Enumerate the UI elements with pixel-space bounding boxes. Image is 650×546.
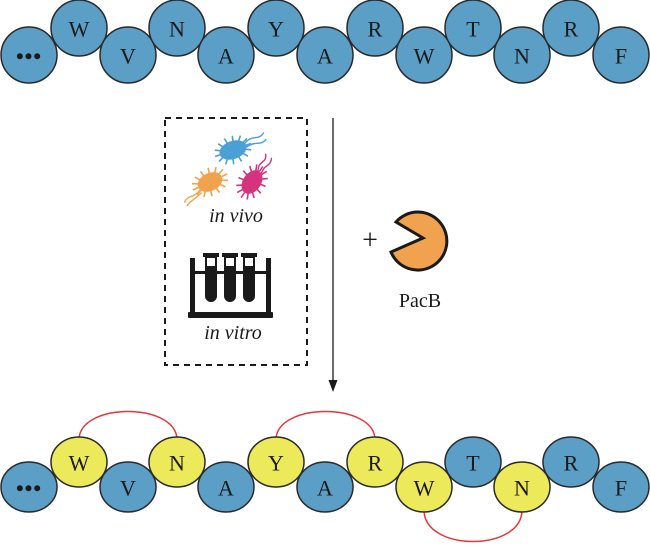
residue-circle xyxy=(99,26,157,84)
in-vitro-label: in vitro xyxy=(204,322,262,344)
residue-circle xyxy=(493,461,551,513)
bottom-residue-10: N xyxy=(493,461,551,513)
residue-circle xyxy=(592,26,650,84)
top-residue-7: R xyxy=(346,0,404,57)
residue-circle xyxy=(592,461,650,513)
pacb-enzyme-icon xyxy=(389,210,449,272)
bottom-residue-5: Y xyxy=(247,436,305,488)
residue-label: R xyxy=(368,451,383,476)
residue-label: ••• xyxy=(16,476,42,501)
bottom-residue-1: W xyxy=(50,436,108,488)
bacteria-icon xyxy=(183,132,273,207)
residue-circle xyxy=(0,26,58,84)
bottom-residue-3: N xyxy=(148,436,206,488)
residue-label: N xyxy=(169,451,185,476)
bottom-residue-11: R xyxy=(542,436,600,488)
residue-label: T xyxy=(466,17,480,42)
bottom-residue-4: A xyxy=(197,461,255,513)
crosslink-2 xyxy=(423,509,523,543)
residue-circle xyxy=(542,0,600,57)
top-residue-4: A xyxy=(197,26,255,84)
top-residue-6: A xyxy=(296,26,354,84)
top-residue-12: F xyxy=(592,26,650,84)
residue-label: A xyxy=(218,476,234,501)
top-peptide-chain: ••• W V N A Y A R W T N R F xyxy=(0,0,650,84)
reaction-arrow xyxy=(328,118,338,392)
bacterium-pink-icon xyxy=(236,153,273,200)
residue-label: R xyxy=(368,17,383,42)
residue-circle xyxy=(395,461,453,513)
crosslink-1 xyxy=(275,410,376,441)
residue-circle xyxy=(247,436,305,488)
residue-circle xyxy=(444,0,502,57)
residue-label: W xyxy=(69,451,90,476)
bottom-residue-7: R xyxy=(346,436,404,488)
residue-circle xyxy=(50,436,108,488)
residue-circle xyxy=(296,461,354,513)
residue-label: F xyxy=(615,44,627,69)
residue-label: Y xyxy=(268,451,284,476)
top-residue-5: Y xyxy=(247,0,305,57)
top-residue-11: R xyxy=(542,0,600,57)
top-residue-1: W xyxy=(50,0,108,57)
residue-label: W xyxy=(69,17,90,42)
residue-label: V xyxy=(120,44,136,69)
residue-circle xyxy=(296,26,354,84)
residue-circle xyxy=(346,0,404,57)
residue-label: Y xyxy=(268,17,284,42)
residue-label: A xyxy=(317,44,333,69)
bottom-residue-6: A xyxy=(296,461,354,513)
test-tube-rack-icon xyxy=(188,253,273,318)
residue-label: T xyxy=(466,451,480,476)
residue-circle xyxy=(148,436,206,488)
residue-label: W xyxy=(414,44,435,69)
residue-label: R xyxy=(564,17,579,42)
plus-sign: + xyxy=(362,225,378,256)
residue-label: N xyxy=(169,17,185,42)
residue-label: ••• xyxy=(16,44,42,69)
in-vivo-label: in vivo xyxy=(209,205,263,227)
residue-circle xyxy=(197,26,255,84)
residue-circle xyxy=(444,436,502,488)
crosslink-0 xyxy=(78,410,178,441)
residue-label: A xyxy=(317,476,333,501)
residue-circle xyxy=(346,436,404,488)
top-residue-2: V xyxy=(99,26,157,84)
pacb-label: PacB xyxy=(399,290,441,312)
bottom-residue-12: F xyxy=(592,461,650,513)
residue-label: N xyxy=(514,44,530,69)
bottom-residue-8: W xyxy=(395,461,453,513)
bottom-residue-9: T xyxy=(444,436,502,488)
bottom-peptide-chain: ••• W V N A Y A R W T N R F xyxy=(0,436,650,513)
residue-circle xyxy=(99,461,157,513)
residue-circle xyxy=(542,436,600,488)
residue-label: V xyxy=(120,476,136,501)
bacterium-orange-icon xyxy=(183,166,229,207)
top-residue-8: W xyxy=(395,26,453,84)
residue-label: R xyxy=(564,451,579,476)
residue-label: F xyxy=(615,476,627,501)
bacterium-blue-icon xyxy=(214,132,267,165)
residue-circle xyxy=(0,461,58,513)
residue-circle xyxy=(395,26,453,84)
residue-circle xyxy=(197,461,255,513)
residue-circle xyxy=(493,26,551,84)
residue-circle xyxy=(247,0,305,57)
residue-label: N xyxy=(514,476,530,501)
top-residue-0: ••• xyxy=(0,26,58,84)
residue-label: A xyxy=(218,44,234,69)
top-residue-3: N xyxy=(148,0,206,57)
conditions-box xyxy=(164,117,308,366)
residue-circle xyxy=(148,0,206,57)
crosslinks xyxy=(78,410,523,543)
bottom-residue-2: V xyxy=(99,461,157,513)
top-residue-9: T xyxy=(444,0,502,57)
residue-circle xyxy=(50,0,108,57)
bottom-residue-0: ••• xyxy=(0,461,58,513)
residue-label: W xyxy=(414,476,435,501)
top-residue-10: N xyxy=(493,26,551,84)
